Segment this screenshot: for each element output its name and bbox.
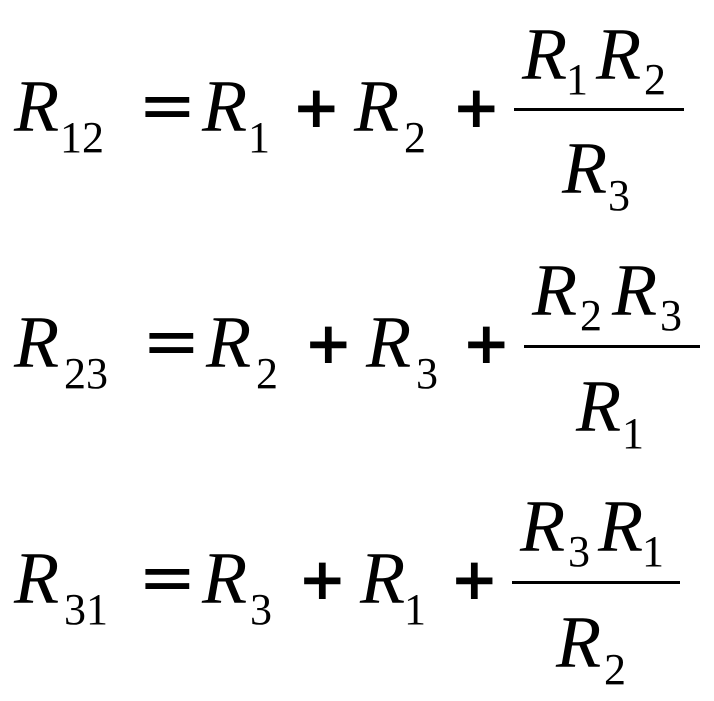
equals-sign: =	[142, 300, 201, 382]
variable-subscript: 3	[416, 349, 438, 398]
variable-subscript: 1	[404, 585, 426, 634]
variable-subscript: 3	[250, 585, 272, 634]
variable-subscript: 1	[622, 409, 644, 458]
variable-subscript: 2	[256, 349, 278, 398]
equals-sign: =	[138, 536, 197, 618]
variable-letter: R	[14, 66, 60, 148]
plus-sign: +	[304, 309, 353, 377]
fraction-bar	[514, 108, 684, 111]
variable-letter: R	[14, 538, 60, 620]
variable-letter: R	[202, 538, 248, 620]
variable-letter: R	[14, 302, 60, 384]
variable-letter: R	[206, 302, 252, 384]
variable-letter: R	[522, 14, 568, 96]
variable-subscript: 2	[604, 645, 626, 694]
variable-letter: R	[556, 602, 602, 684]
variable-subscript: 1	[566, 55, 588, 104]
fraction-bar	[524, 345, 700, 348]
variable-subscript: 31	[64, 585, 108, 634]
fraction-bar	[512, 581, 680, 584]
plus-sign: +	[462, 309, 511, 377]
variable-letter: R	[612, 250, 658, 332]
variable-subscript: 2	[580, 291, 602, 340]
plus-sign: +	[450, 545, 499, 613]
variable-letter: R	[520, 486, 566, 568]
variable-letter: R	[562, 128, 608, 210]
variable-letter: R	[366, 302, 412, 384]
plus-sign: +	[298, 545, 347, 613]
plus-sign: +	[292, 73, 341, 141]
equals-sign: =	[138, 64, 197, 146]
variable-subscript: 12	[60, 113, 104, 162]
variable-subscript: 1	[248, 113, 270, 162]
variable-letter: R	[354, 66, 400, 148]
variable-subscript: 2	[404, 113, 426, 162]
variable-letter: R	[576, 366, 622, 448]
variable-letter: R	[596, 14, 642, 96]
variable-subscript: 3	[568, 527, 590, 576]
variable-letter: R	[532, 250, 578, 332]
variable-subscript: 1	[642, 527, 664, 576]
variable-subscript: 23	[64, 349, 108, 398]
variable-subscript: 3	[608, 171, 630, 220]
variable-letter: R	[202, 66, 248, 148]
variable-letter: R	[598, 486, 644, 568]
variable-subscript: 3	[660, 291, 682, 340]
plus-sign: +	[452, 73, 501, 141]
variable-subscript: 2	[644, 55, 666, 104]
variable-letter: R	[360, 538, 406, 620]
